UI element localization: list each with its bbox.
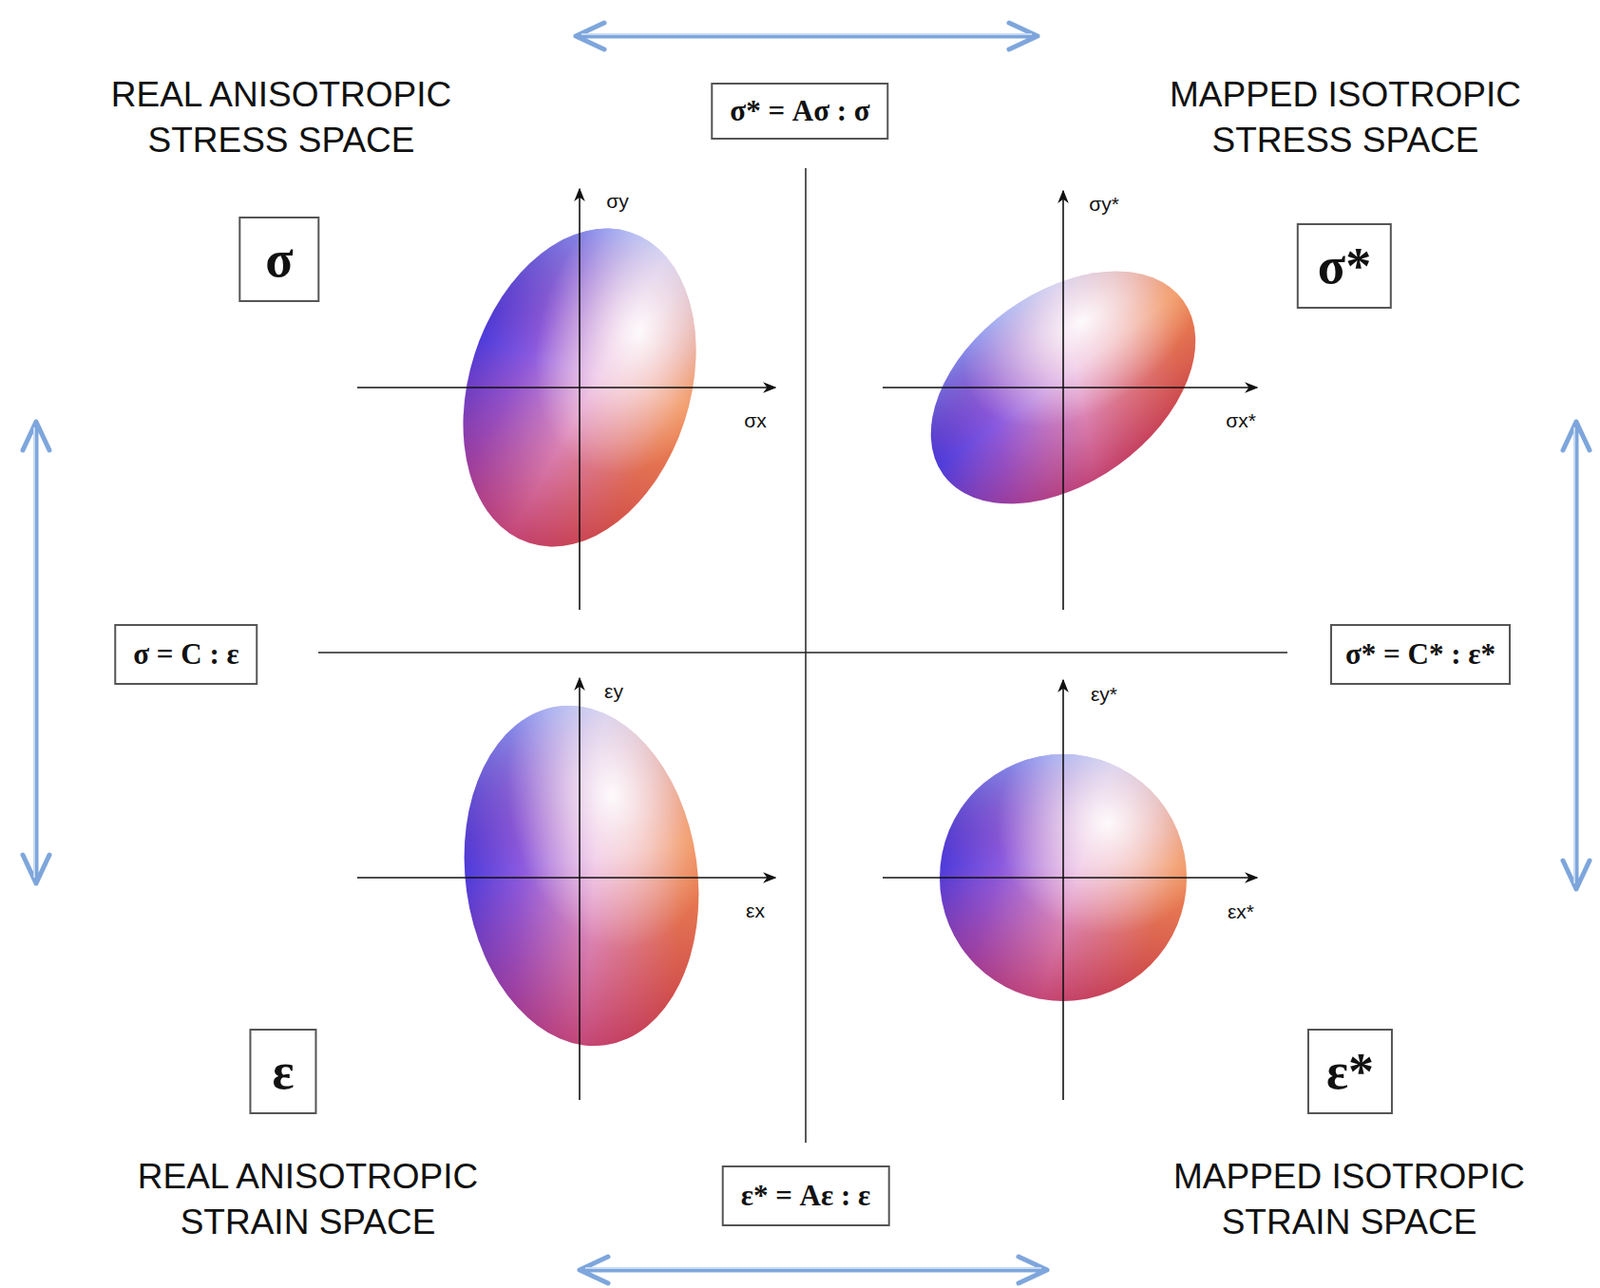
axis-label: εy*: [1090, 681, 1118, 707]
space-heading: MAPPED ISOTROPIC STRESS SPACE: [1122, 72, 1569, 164]
strain-ellipsoid: [442, 690, 721, 1062]
formula-text: ε: [271, 1042, 294, 1102]
formula-text: σ* = C* : ε*: [1345, 637, 1496, 672]
divider-line: [318, 651, 1288, 654]
axes: [357, 189, 1258, 1101]
axis-label: εx: [745, 897, 765, 924]
space-heading: REAL ANISOTROPIC STRAIN SPACE: [84, 1154, 532, 1246]
constitutive-formula-box: σ* = C* : ε*: [1330, 624, 1511, 686]
space-symbol-box: ε*: [1307, 1028, 1393, 1115]
formula-text: σ: [265, 229, 293, 289]
space-heading: MAPPED ISOTROPIC STRAIN SPACE: [1125, 1154, 1573, 1246]
formula-text: σ*: [1317, 236, 1372, 296]
formula-text: σ* = Aσ : σ: [729, 94, 870, 129]
axis-label: εy: [604, 678, 624, 705]
mapping-formula-box: ε* = Aε : ε: [722, 1165, 891, 1227]
double-arrow: [22, 22, 1590, 1284]
axis-label: σx*: [1225, 407, 1257, 434]
axis-label: σx: [743, 407, 766, 434]
space-symbol-box: ε: [248, 1028, 317, 1115]
space-symbol-box: σ*: [1296, 223, 1392, 309]
constitutive-formula-box: σ = C : ε: [114, 624, 258, 686]
divider-line: [804, 168, 807, 1143]
axis-label: σy: [606, 188, 629, 214]
mapping-formula-box: σ* = Aσ : σ: [710, 82, 889, 140]
axis-label: εx*: [1227, 898, 1255, 925]
space-heading: REAL ANISOTROPIC STRESS SPACE: [57, 72, 505, 164]
axis-label: σy*: [1088, 190, 1120, 217]
formula-text: ε* = Aε : ε: [741, 1179, 872, 1214]
arrow-highlight: [34, 34, 1575, 1269]
space-symbol-box: σ: [238, 216, 320, 303]
formula-text: σ = C : ε: [133, 637, 239, 672]
formula-text: ε*: [1326, 1042, 1374, 1102]
